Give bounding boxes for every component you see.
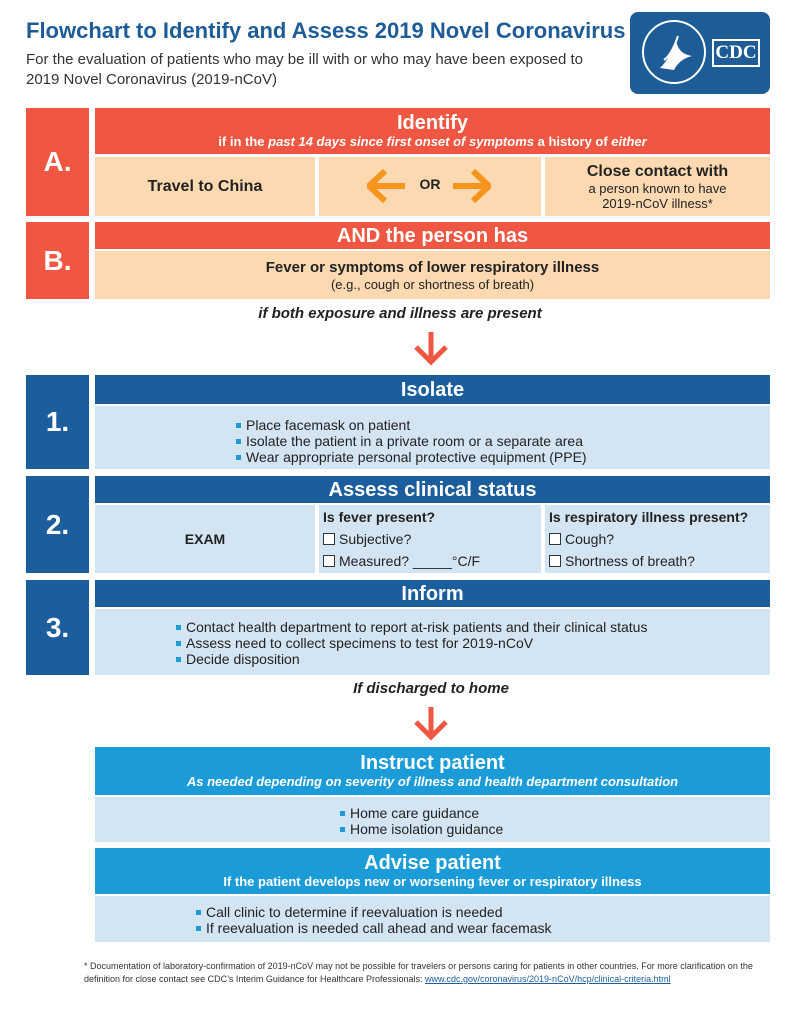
step-3-number: 3. [26, 580, 89, 675]
step-2-number: 2. [26, 476, 89, 573]
hhs-seal-icon [642, 20, 706, 84]
resp-option-sob: Shortness of breath? [549, 553, 695, 569]
step-1-header: Isolate [95, 375, 770, 404]
page-title: Flowchart to Identify and Assess 2019 No… [26, 18, 626, 43]
step-1-list: Place facemask on patient Isolate the pa… [235, 417, 587, 465]
section-b-letter: B. [26, 222, 89, 299]
footnote: * Documentation of laboratory-confirmati… [84, 960, 764, 986]
fever-panel: Is fever present? Subjective? Measured? … [319, 505, 541, 573]
fever-question: Is fever present? [323, 509, 436, 525]
step-1-title: Isolate [400, 378, 465, 401]
page-subtitle: For the evaluation of patients who may b… [26, 51, 583, 88]
close-contact-box: Close contact with a person known to hav… [545, 157, 770, 216]
instruct-subtitle: As needed depending on severity of illne… [186, 774, 679, 789]
list-item: Decide disposition [175, 651, 647, 667]
subjective-checkbox[interactable] [323, 533, 335, 545]
list-item: Isolate the patient in a private room or… [235, 433, 587, 449]
or-label: OR [419, 176, 441, 192]
list-item: Assess need to collect specimens to test… [175, 635, 647, 651]
step-2-title: Assess clinical status [328, 478, 537, 501]
down-arrow-icon [414, 707, 448, 741]
section-b-body: Fever or symptoms of lower respiratory i… [95, 251, 770, 299]
step-3-list: Contact health department to report at-r… [175, 619, 647, 667]
list-item: Wear appropriate personal protective equ… [235, 449, 587, 465]
list-item: Home care guidance [339, 805, 503, 821]
close-contact-text: a person known to have 2019-nCoV illness… [588, 180, 727, 211]
section-a-letter: A. [26, 108, 89, 216]
cdc-wordmark: CDC [712, 39, 760, 67]
step-3-body: Contact health department to report at-r… [95, 609, 770, 675]
shortness-of-breath-checkbox[interactable] [549, 555, 561, 567]
instruct-list: Home care guidance Home isolation guidan… [339, 805, 503, 837]
instruct-title: Instruct patient [360, 752, 505, 774]
advise-subtitle: If the patient develops new or worsening… [223, 874, 642, 889]
advise-title: Advise patient [364, 852, 501, 874]
advise-list: Call clinic to determine if reevaluation… [195, 904, 552, 936]
resp-option-cough: Cough? [549, 531, 614, 547]
step-1-number: 1. [26, 375, 89, 469]
connector-text-1: if both exposure and illness are present [258, 305, 542, 322]
list-item: Call clinic to determine if reevaluation… [195, 904, 552, 920]
down-arrow-icon [414, 332, 448, 366]
step-1-body: Place facemask on patient Isolate the pa… [95, 406, 770, 469]
list-item: Place facemask on patient [235, 417, 587, 433]
section-b-main: Fever or symptoms of lower respiratory i… [265, 258, 600, 276]
clinical-criteria-link[interactable]: www.cdc.gov/coronavirus/2019-nCoV/hcp/cl… [425, 974, 671, 984]
double-arrow-icon [367, 169, 491, 203]
instruct-header: Instruct patient As needed depending on … [95, 747, 770, 795]
connector-text-2: If discharged to home [353, 680, 509, 697]
list-item: Home isolation guidance [339, 821, 503, 837]
travel-to-china-box: Travel to China [95, 157, 315, 216]
step-2-header: Assess clinical status [95, 476, 770, 503]
section-b-title: AND the person has [336, 224, 529, 247]
respiratory-question: Is respiratory illness present? [549, 509, 749, 525]
section-a-header: Identify if in the past 14 days since fi… [95, 108, 770, 154]
fever-option-subjective: Subjective? [323, 531, 411, 547]
advise-header: Advise patient If the patient develops n… [95, 848, 770, 894]
step-3-header: Inform [95, 580, 770, 607]
exam-label: EXAM [95, 505, 315, 573]
advise-body: Call clinic to determine if reevaluation… [95, 896, 770, 942]
respiratory-panel: Is respiratory illness present? Cough? S… [545, 505, 770, 573]
list-item: If reevaluation is needed call ahead and… [195, 920, 552, 936]
instruct-body: Home care guidance Home isolation guidan… [95, 797, 770, 842]
close-contact-title: Close contact with [586, 162, 729, 180]
section-b-sub: (e.g., cough or shortness of breath) [330, 276, 535, 292]
section-b-header: AND the person has [95, 222, 770, 249]
fever-option-measured: Measured? _____°C/F [323, 553, 480, 569]
footnote-text: * Documentation of laboratory-confirmati… [84, 961, 753, 984]
section-a-title: Identify [396, 112, 469, 134]
cough-checkbox[interactable] [549, 533, 561, 545]
section-a-subtitle: if in the past 14 days since first onset… [218, 134, 647, 149]
measured-checkbox[interactable] [323, 555, 335, 567]
step-3-title: Inform [401, 582, 464, 605]
list-item: Contact health department to report at-r… [175, 619, 647, 635]
or-box: OR [319, 157, 541, 216]
cdc-logo: CDC [630, 12, 770, 94]
